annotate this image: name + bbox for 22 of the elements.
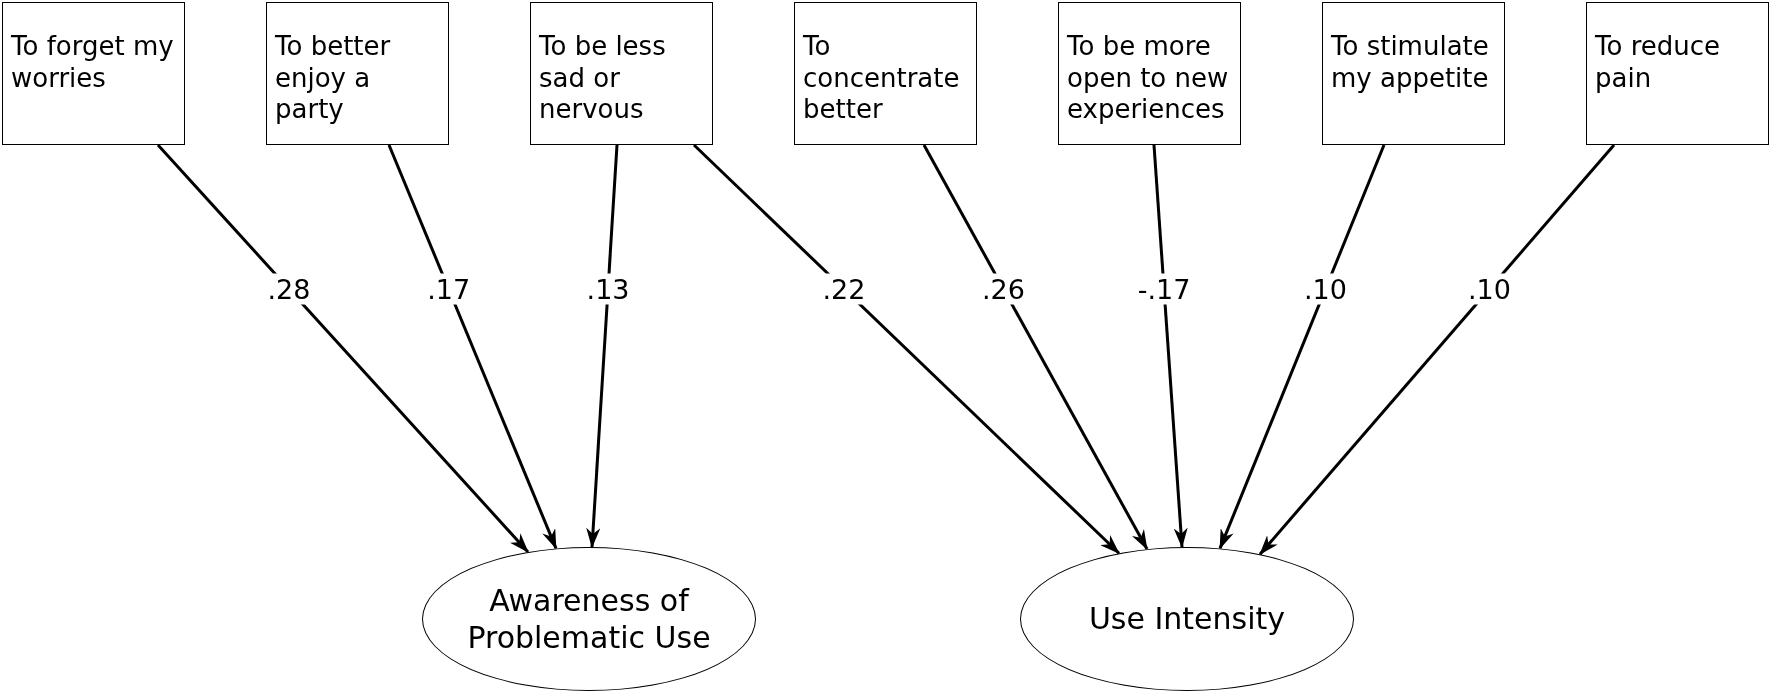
motive-label: To be more open to new experiences [1067,31,1230,127]
variable-label: Use Intensity [1087,600,1287,638]
motive-box [1058,2,1241,145]
motive-box [1586,2,1769,145]
motive-label: To better enjoy a party [275,31,392,127]
motive-box [794,2,977,145]
motive-box [2,2,185,145]
motive-label: To forget my worries [11,31,175,95]
motive-label: To concentrate better [803,31,961,127]
path-arrow [586,144,619,548]
motive-box [1322,2,1505,145]
path-arrow [156,144,530,553]
variable-label: Awareness of Problematic Use [466,581,712,657]
path-arrow [922,144,1149,550]
motive-label: To be less sad or nervous [539,31,667,127]
path-arrow [1152,144,1188,549]
path-arrow [1258,144,1616,556]
motive-box [266,2,449,145]
motive-box [530,2,713,145]
motive-label: To stimulate my appetite [1331,31,1490,95]
motive-label: To reduce pain [1595,31,1722,95]
path-arrow [692,143,1121,555]
